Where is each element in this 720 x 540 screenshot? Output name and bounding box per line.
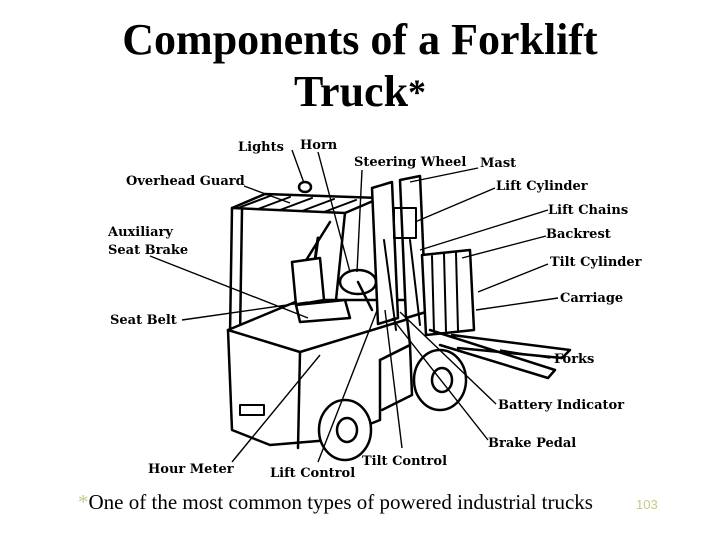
leader-overhead-guard xyxy=(243,185,291,204)
label-seat-belt: Seat Belt xyxy=(110,313,177,328)
footnote-marker: * xyxy=(78,490,89,514)
guard-posts xyxy=(228,206,347,338)
leader-seat-belt xyxy=(181,301,309,321)
label-backrest: Backrest xyxy=(546,227,611,242)
leader-lift-chains xyxy=(419,209,549,251)
leader-lights xyxy=(291,149,305,184)
title-asterisk: * xyxy=(408,72,427,112)
page-number: 103 xyxy=(636,497,658,512)
label-horn: Horn xyxy=(300,138,338,153)
label-lift-cylinder: Lift Cylinder xyxy=(496,179,588,194)
label-overhead-guard: Overhead Guard xyxy=(126,174,245,189)
leader-forks xyxy=(499,349,551,359)
leader-tilt-cylinder xyxy=(477,263,549,293)
label-auxiliary: Auxiliary xyxy=(107,225,173,240)
light-shape xyxy=(297,180,313,194)
label-steering-wheel: Steering Wheel xyxy=(354,155,466,170)
leader-mast xyxy=(409,167,479,183)
label-mast: Mast xyxy=(480,156,516,171)
leader-lines xyxy=(149,149,559,463)
label-carriage: Carriage xyxy=(560,291,623,306)
label-tilt-cylinder: Tilt Cylinder xyxy=(550,255,642,270)
backrest-shape xyxy=(420,248,476,337)
leader-steering-wheel xyxy=(356,169,363,273)
leader-horn xyxy=(317,151,351,273)
leader-battery-indicator xyxy=(399,311,497,405)
title-line-2-text: Truck xyxy=(293,67,409,116)
leader-brake-pedal xyxy=(391,317,489,441)
slide-title: Components of a Forklift Truck* xyxy=(0,14,720,118)
title-line-1: Components of a Forklift xyxy=(122,15,598,64)
component-labels: Lights Horn Steering Wheel Mast Overhead… xyxy=(107,138,642,481)
forklift-drawing xyxy=(226,174,572,462)
footnote: *One of the most common types of powered… xyxy=(78,490,593,515)
leader-carriage xyxy=(475,297,559,311)
label-hour-meter: Hour Meter xyxy=(148,462,234,477)
leader-aux-seat-brake xyxy=(149,255,309,319)
leader-hour-meter xyxy=(231,354,321,463)
forks-shape xyxy=(428,328,572,380)
footnote-text: One of the most common types of powered … xyxy=(88,490,593,514)
label-lift-chains: Lift Chains xyxy=(548,203,628,218)
seat-shape xyxy=(290,256,326,307)
title-line-2: Truck* xyxy=(0,66,720,118)
label-lift-control: Lift Control xyxy=(270,466,355,481)
label-seat-brake: Seat Brake xyxy=(108,243,188,258)
label-lights: Lights xyxy=(238,140,284,155)
rear-wheel xyxy=(317,398,373,462)
label-brake-pedal: Brake Pedal xyxy=(488,436,576,451)
label-battery-indicator: Battery Indicator xyxy=(498,398,624,413)
leader-lift-cylinder xyxy=(414,187,496,223)
leader-tilt-control xyxy=(384,309,403,449)
leader-lift-control xyxy=(317,307,379,463)
label-tilt-control: Tilt Control xyxy=(362,454,447,469)
leader-backrest xyxy=(461,235,547,259)
label-forks: Forks xyxy=(554,352,594,367)
